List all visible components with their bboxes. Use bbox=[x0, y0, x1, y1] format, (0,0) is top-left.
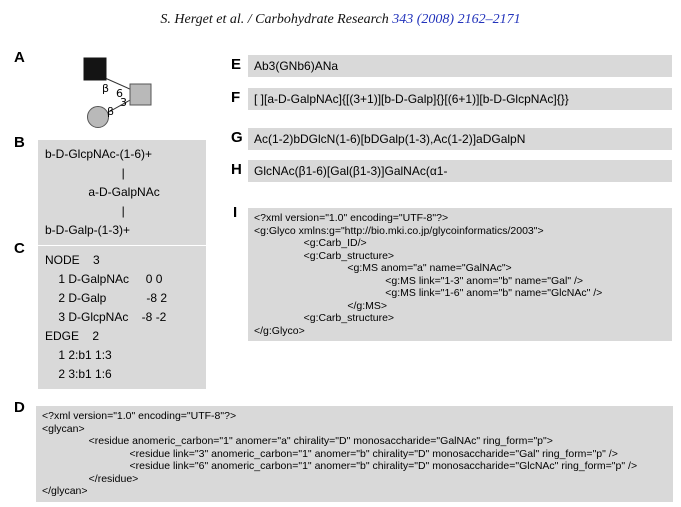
panel-label-f: F bbox=[231, 89, 241, 106]
edge-gal-to-galnac bbox=[106, 98, 133, 114]
glcnac-square-symbol bbox=[83, 57, 107, 81]
glycan-diagram: β 6 β 3 bbox=[83, 57, 152, 128]
panel-label-e: E bbox=[231, 56, 242, 73]
citation-link[interactable]: 343 (2008) 2162–2171 bbox=[392, 12, 521, 27]
panel-g-notation-bar: Ac(1-2)bDGlcN(1-6)[bDGalp(1-3),Ac(1-2)]a… bbox=[248, 128, 672, 150]
linkage-position-label-3: 3 bbox=[120, 96, 127, 109]
anomer-label-beta-upper: β bbox=[102, 82, 109, 95]
gal-circle-symbol bbox=[87, 106, 109, 128]
galnac-square-symbol bbox=[129, 83, 152, 106]
citation-text: S. Herget et al. / Carbohydrate Research bbox=[160, 12, 393, 27]
linkage-position-label-6: 6 bbox=[116, 87, 123, 100]
panel-label-i: I bbox=[233, 204, 238, 221]
panel-d-xml-box: <?xml version="1.0" encoding="UTF-8"?> <… bbox=[36, 406, 673, 502]
panel-e-notation-bar: Ab3(GNb6)ANa bbox=[248, 55, 672, 77]
panel-b-code-box: b-D-GlcpNAc-(1-6)+ | a-D-GalpNAc | b-D-G… bbox=[38, 140, 206, 245]
panel-label-g: G bbox=[231, 129, 243, 146]
edge-glcnac-to-galnac bbox=[104, 77, 133, 91]
panel-h-notation-bar: GlcNAc(β1-6)[Gal(β1-3)]GalNAc(α1- bbox=[248, 160, 672, 182]
panel-label-a: A bbox=[14, 49, 25, 66]
panel-label-c: C bbox=[14, 240, 25, 257]
panel-f-notation-bar: [ ][a-D-GalpNAc]{[(3+1)][b-D-Galp]{}[(6+… bbox=[248, 88, 672, 110]
panel-c-code-box: NODE 3 1 D-GalpNAc 0 0 2 D-Galp -8 2 3 D… bbox=[38, 246, 206, 389]
panel-i-xml-box: <?xml version="1.0" encoding="UTF-8"?> <… bbox=[248, 208, 672, 341]
running-head: S. Herget et al. / Carbohydrate Research… bbox=[0, 12, 681, 28]
anomer-label-beta-lower: β bbox=[107, 105, 114, 118]
panel-label-h: H bbox=[231, 161, 242, 178]
panel-label-d: D bbox=[14, 399, 25, 416]
panel-label-b: B bbox=[14, 134, 25, 151]
